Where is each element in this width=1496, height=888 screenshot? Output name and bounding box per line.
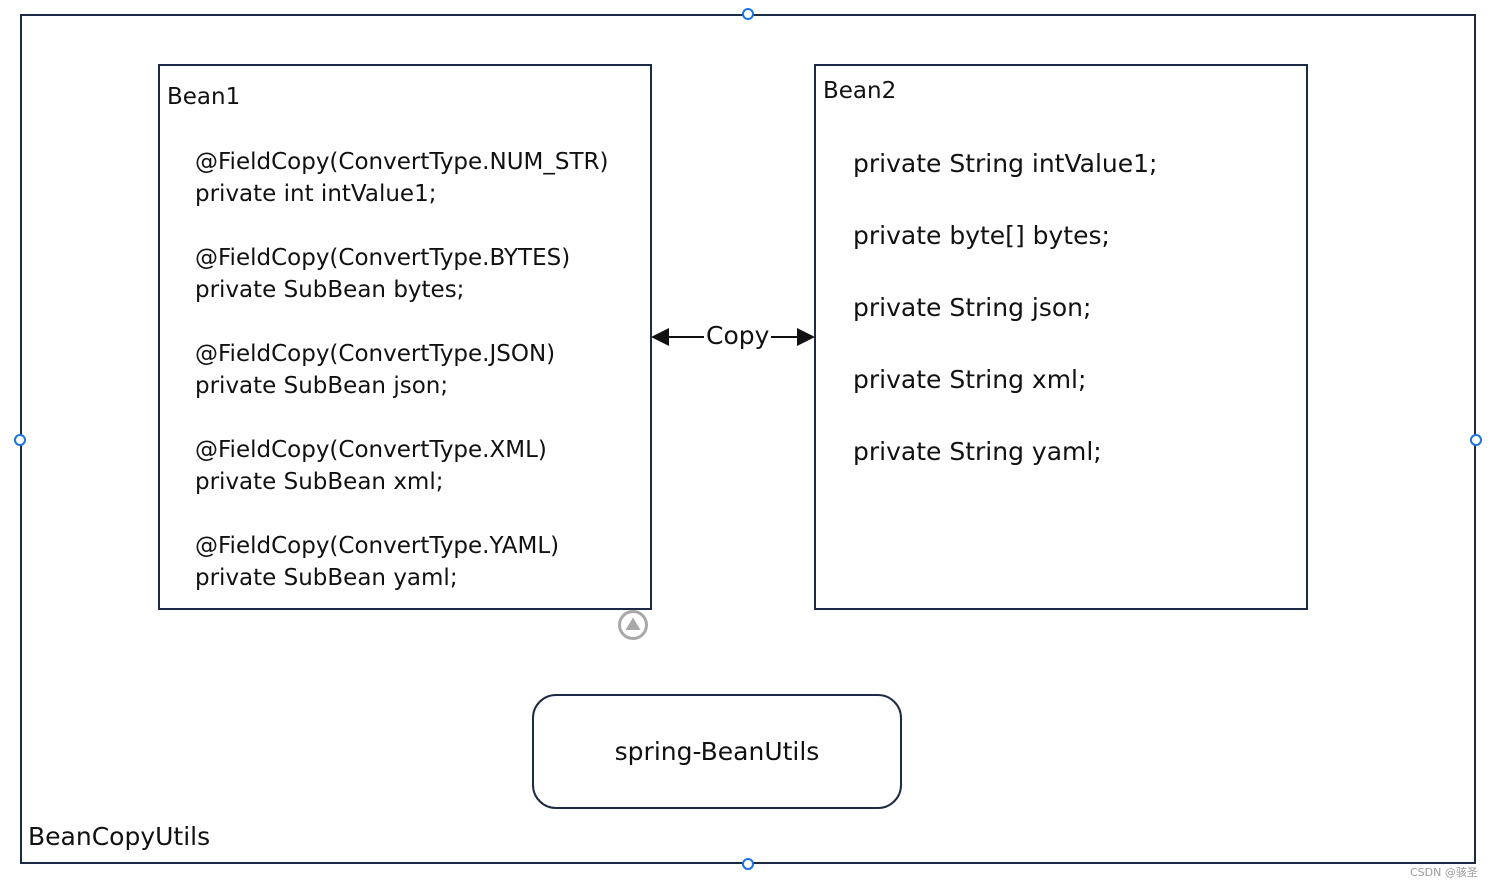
selection-handle-icon-right[interactable]	[1470, 434, 1482, 446]
selection-handle-icon-top[interactable]	[742, 8, 754, 20]
field-declaration: private SubBean xml;	[195, 469, 444, 495]
field-annotation: @FieldCopy(ConvertType.JSON)	[195, 341, 556, 367]
bean1-field: @FieldCopy(ConvertType.NUM_STR) private …	[195, 146, 608, 210]
bean1-field: @FieldCopy(ConvertType.YAML) private Sub…	[195, 530, 559, 594]
arrow-right-icon	[797, 328, 815, 346]
field-declaration: private SubBean yaml;	[195, 565, 458, 591]
field-declaration: private SubBean json;	[195, 373, 449, 399]
copy-label: Copy	[704, 320, 772, 352]
field-annotation: @FieldCopy(ConvertType.YAML)	[195, 533, 560, 559]
field-annotation: @FieldCopy(ConvertType.XML)	[195, 437, 547, 463]
bean2-title: Bean2	[823, 78, 897, 104]
field-declaration: private SubBean bytes;	[195, 277, 465, 303]
watermark: CSDN @骇圣	[1410, 866, 1478, 879]
field-annotation: @FieldCopy(ConvertType.NUM_STR)	[195, 149, 609, 175]
bean2-field: private String json;	[853, 293, 1092, 322]
spring-beanutils-label: spring-BeanUtils	[614, 737, 820, 766]
field-declaration: private int intValue1;	[195, 181, 437, 207]
container-label: BeanCopyUtils	[28, 822, 211, 851]
bean1-title: Bean1	[167, 84, 241, 110]
bean2-field: private String intValue1;	[853, 149, 1158, 178]
bean1-box[interactable]: Bean1 @FieldCopy(ConvertType.NUM_STR) pr…	[158, 64, 652, 610]
collapse-up-icon[interactable]	[617, 609, 649, 641]
arrow-left-icon	[651, 328, 669, 346]
selection-handle-icon-left[interactable]	[14, 434, 26, 446]
bean2-box[interactable]: Bean2 private String intValue1; private …	[814, 64, 1308, 610]
bean2-field: private String xml;	[853, 365, 1087, 394]
bean1-field: @FieldCopy(ConvertType.XML) private SubB…	[195, 434, 547, 498]
selection-handle-icon-bottom[interactable]	[742, 858, 754, 870]
spring-beanutils-box[interactable]: spring-BeanUtils	[532, 694, 902, 809]
field-annotation: @FieldCopy(ConvertType.BYTES)	[195, 245, 571, 271]
bean1-field: @FieldCopy(ConvertType.BYTES) private Su…	[195, 242, 570, 306]
bean2-field: private byte[] bytes;	[853, 221, 1110, 250]
bean1-field: @FieldCopy(ConvertType.JSON) private Sub…	[195, 338, 555, 402]
bean2-field: private String yaml;	[853, 437, 1102, 466]
